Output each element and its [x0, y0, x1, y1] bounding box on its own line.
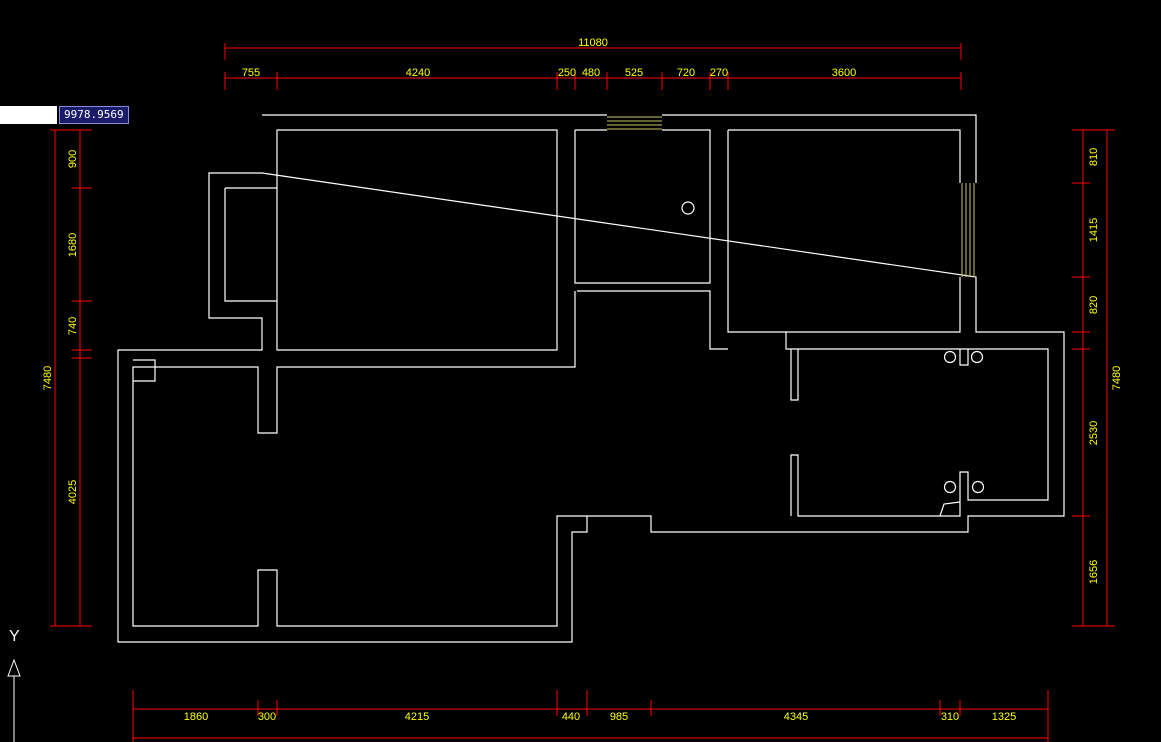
dim-left-seg: 900	[67, 150, 79, 168]
fixture-sink-2	[970, 350, 984, 364]
dim-bottom-seg: 310	[941, 711, 959, 723]
dim-left-seg: 4025	[67, 480, 79, 504]
wall-bath-inner	[574, 129, 711, 284]
wall-bedroom-1-inner	[276, 129, 558, 351]
dim-top-seg: 4240	[406, 67, 430, 79]
dim-right-seg: 820	[1088, 296, 1100, 314]
window-right	[961, 183, 975, 277]
dim-top-seg: 525	[625, 67, 643, 79]
dim-top-overall: 11080	[578, 37, 608, 49]
dynamic-coordinate-readout: 9978.9569	[59, 106, 129, 124]
fixture-sink-1	[943, 350, 957, 364]
dim-right-overall: 7480	[1111, 366, 1123, 390]
ucs-icon: Y	[7, 628, 21, 742]
dim-top-seg: 755	[242, 67, 260, 79]
dim-right-seg: 1656	[1088, 560, 1100, 584]
dim-bottom-seg: 440	[562, 711, 580, 723]
wall-outer-upper-left	[117, 114, 1065, 643]
door-swing	[939, 501, 961, 517]
floor-plan-walls	[117, 114, 1065, 643]
dim-top-seg: 250	[558, 67, 576, 79]
wall-kitchen	[790, 348, 1049, 517]
dim-bottom-seg: 300	[258, 711, 276, 723]
wall-bedroom-2-inner	[727, 130, 786, 333]
window-top	[607, 116, 662, 130]
dim-bottom-seg: 4345	[784, 711, 808, 723]
dim-top-seg: 3600	[832, 67, 856, 79]
column-corner	[133, 359, 156, 382]
dim-top-seg: 480	[582, 67, 600, 79]
dim-right-seg: 1415	[1088, 218, 1100, 242]
left-ticks	[50, 129, 92, 627]
bottom-ticks	[132, 690, 1049, 742]
right-ticks	[1072, 129, 1115, 627]
dim-bottom-seg: 1860	[184, 711, 208, 723]
dim-bottom-seg: 985	[610, 711, 628, 723]
dim-right-seg: 2530	[1088, 421, 1100, 445]
wall-corridor	[577, 129, 961, 401]
dimension-text: 11080 755 4240 250 480 525 720 270 3600 …	[42, 37, 1123, 723]
dim-top-seg: 270	[710, 67, 728, 79]
fixture-stove-2	[971, 480, 985, 494]
dim-left-seg: 740	[67, 317, 79, 335]
windows	[607, 116, 975, 277]
wall-bath-lower	[132, 291, 587, 627]
dimension-lines	[50, 43, 1115, 742]
wall-bay-inner	[224, 187, 277, 302]
command-input-field[interactable]	[0, 106, 57, 124]
fixture-stove-1	[943, 480, 957, 494]
dim-left-overall: 7480	[42, 366, 54, 390]
top-ticks	[224, 72, 962, 90]
ucs-arrow	[7, 658, 21, 742]
dim-right-seg: 810	[1088, 148, 1100, 166]
dim-top-seg: 720	[677, 67, 695, 79]
fixture-toilet	[681, 201, 695, 215]
dim-bottom-seg: 1325	[992, 711, 1016, 723]
dim-bottom-seg: 4215	[405, 711, 429, 723]
dim-left-seg: 1680	[67, 233, 79, 257]
ucs-y-label: Y	[9, 628, 20, 645]
